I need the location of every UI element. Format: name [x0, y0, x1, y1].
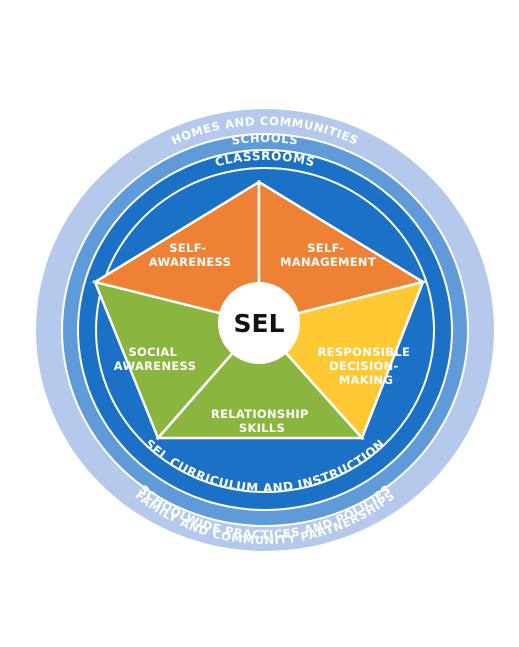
label-responsible-decision-making: RESPONSIBLE DECISION- MAKING [318, 345, 415, 387]
label-social-awareness: SOCIAL AWARENESS [114, 345, 196, 373]
center-label-sel: SEL [233, 309, 284, 338]
competency-segments [91, 179, 427, 441]
label-relationship-skills: RELATIONSHIP SKILLS [211, 407, 313, 435]
segment-social-awareness [92, 280, 262, 441]
label-self-awareness: SELF- AWARENESS [149, 241, 231, 269]
label-self-management: SELF- MANAGEMENT [280, 241, 376, 269]
center-circle [218, 282, 300, 364]
ring-label-classrooms: CLASSROOMS [214, 149, 317, 169]
